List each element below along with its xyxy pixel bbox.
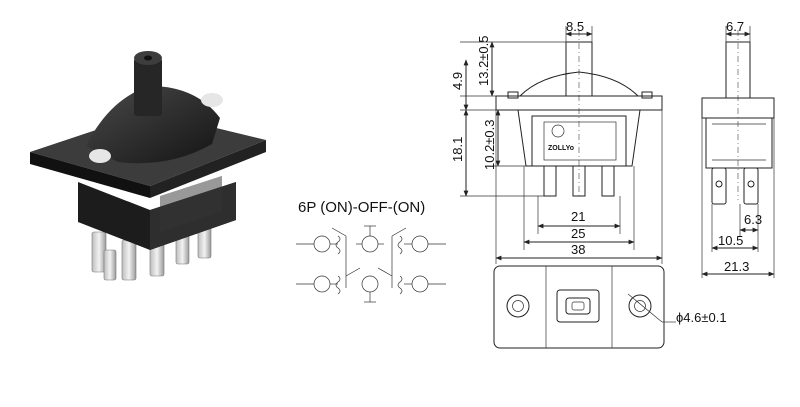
front-view-dimensions: 8.5 13.2±0.5 4.9 18.1 10.2±0.3 21 25 38 — [450, 19, 663, 261]
dim-front-inner-width: 21 — [571, 209, 585, 224]
dim-front-total-width: 38 — [571, 242, 585, 257]
front-view-drawing: ZOLLYo — [460, 26, 663, 264]
circuit-label: 6P (ON)-OFF-(ON) — [298, 199, 425, 216]
logo-text: ZOLLYo — [548, 145, 574, 152]
dim-side-body-depth: 21.3 — [724, 259, 749, 274]
dim-front-body-height: 18.1 — [450, 137, 465, 162]
dim-side-top-width: 6.7 — [726, 19, 744, 34]
side-view-drawing — [701, 26, 775, 278]
switch-photo — [30, 51, 266, 281]
dim-side-pin-spacing: 6.3 — [744, 212, 762, 227]
dim-bottom-hole-diameter: ϕ4.6±0.1 — [676, 310, 727, 325]
bottom-view-drawing — [493, 265, 676, 349]
dim-front-top-width: 8.5 — [566, 19, 584, 34]
dim-front-cap-height: 13.2±0.5 — [476, 35, 491, 86]
dim-front-body-width: 25 — [571, 226, 585, 241]
side-view-dimensions: 6.7 6.3 10.5 21.3 — [701, 19, 775, 277]
circuit-diagram: 6P (ON)-OFF-(ON) — [296, 199, 446, 303]
dim-front-flange-height: 4.9 — [450, 72, 465, 90]
dim-front-body-inner: 10.2±0.3 — [482, 119, 497, 170]
dim-side-pin-span: 10.5 — [718, 233, 743, 248]
